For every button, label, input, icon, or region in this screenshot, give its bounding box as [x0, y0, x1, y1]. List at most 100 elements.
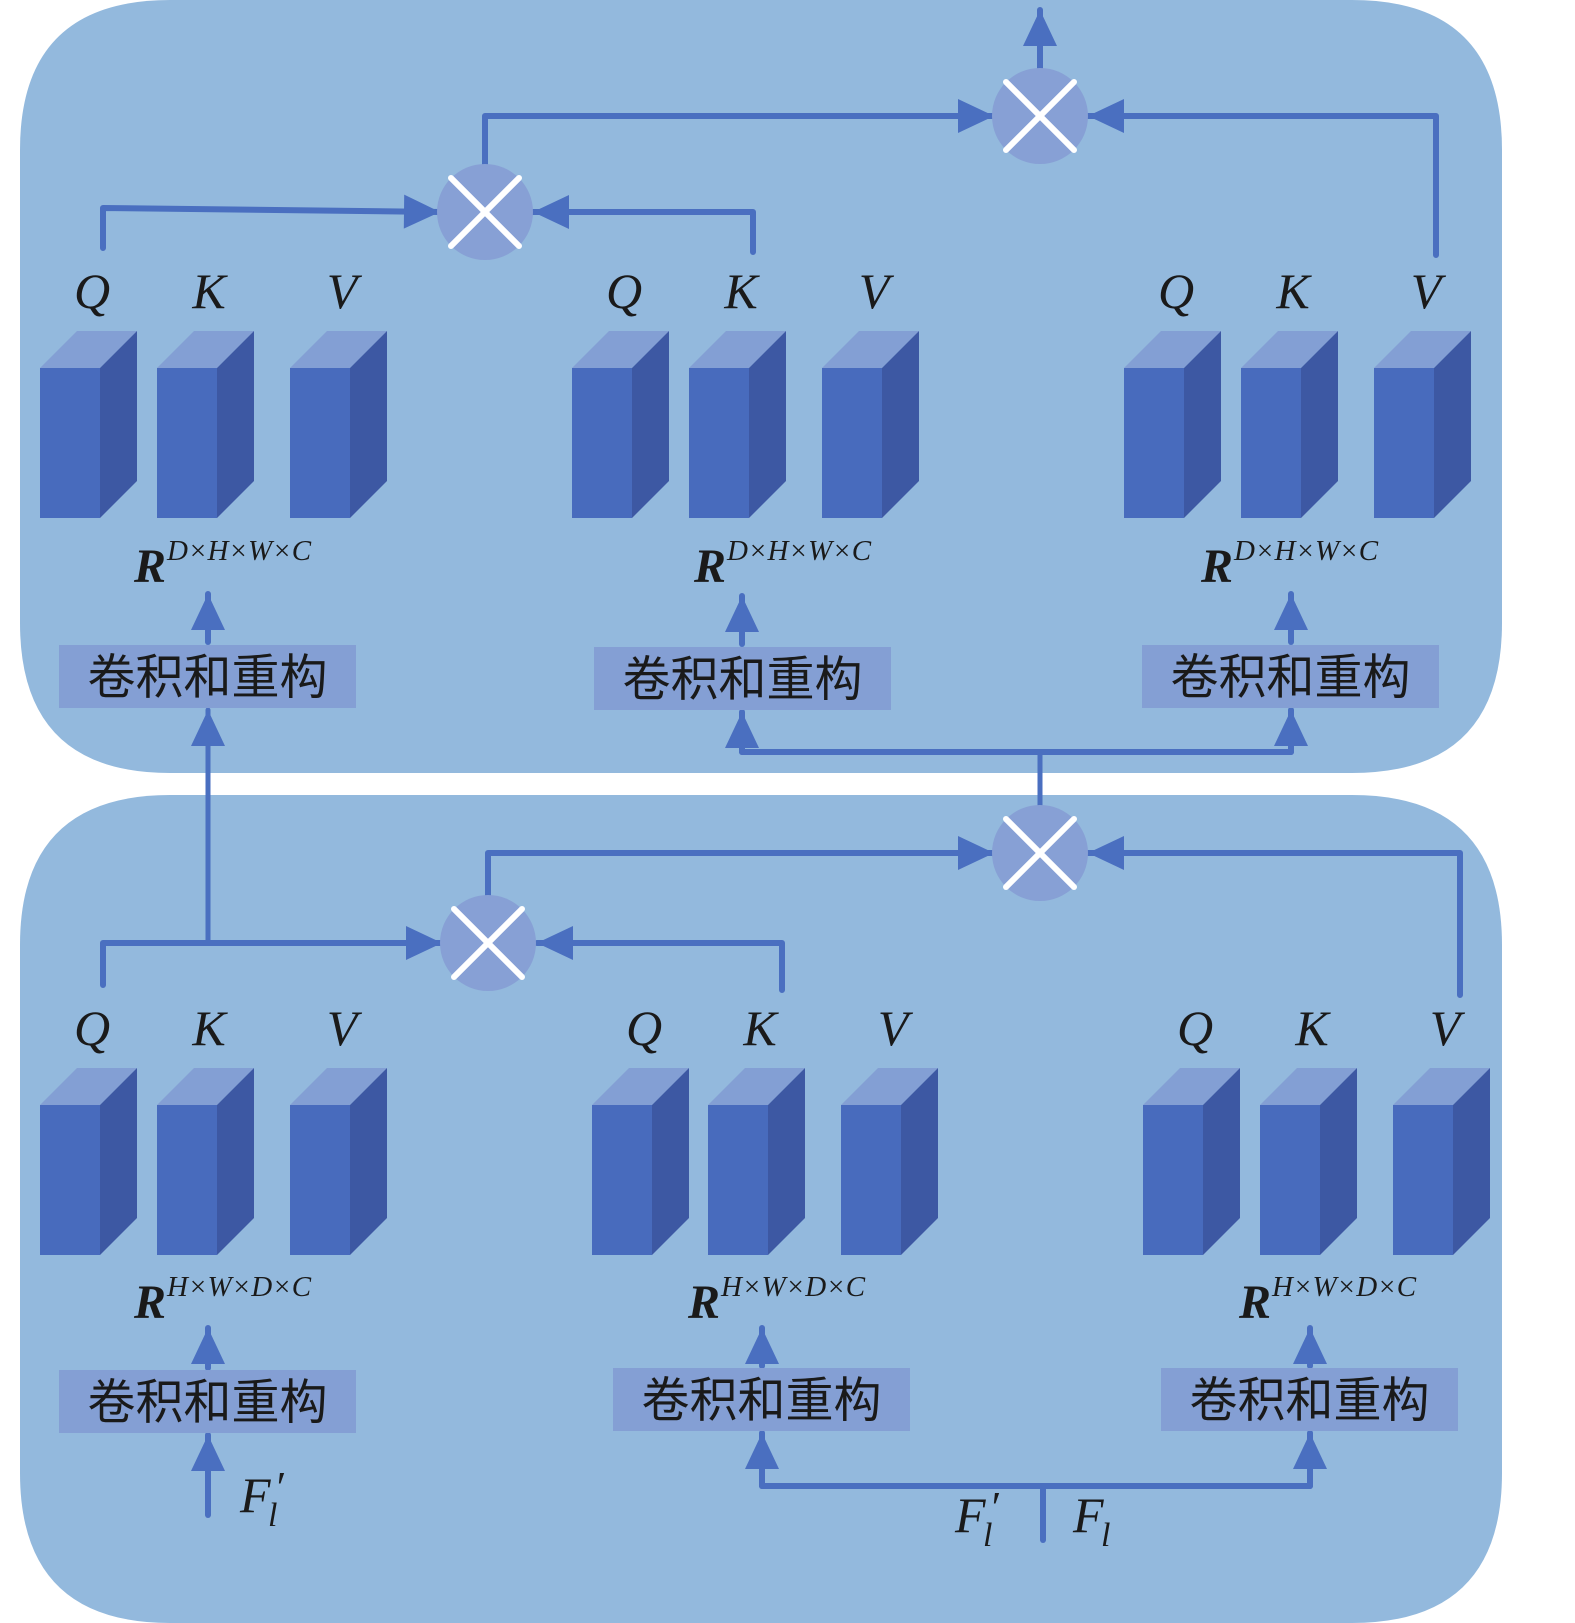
input-label-center-right: Fl — [1072, 1487, 1110, 1554]
cuboid-side-face — [652, 1068, 689, 1255]
label-box-text: 卷积和重构 — [622, 652, 862, 708]
cuboid-side-face — [901, 1068, 938, 1255]
shape-superscript: H×W×D×C — [1271, 1271, 1417, 1303]
top-group-1-conv-reshape-box: 卷积和重构 — [59, 645, 356, 708]
bottom-group-2-cuboid-v — [841, 1068, 938, 1255]
input-label-left: Fl′ — [239, 1463, 285, 1534]
shape-superscript: H×W×D×C — [720, 1271, 866, 1303]
cuboid-front-face — [1260, 1105, 1320, 1255]
arrow-head-icon — [1088, 836, 1124, 870]
tensor-cuboids — [40, 331, 1490, 1255]
arrow-head-icon — [537, 926, 573, 960]
bottom-group-1-label-v: V — [327, 1000, 363, 1056]
shape-superscript: D×H×W×C — [726, 535, 872, 567]
cuboid-top-face — [1393, 1068, 1490, 1105]
cuboid-side-face — [1301, 331, 1338, 518]
bottom-group-2-label-q: Q — [626, 1000, 662, 1056]
cuboid-side-face — [1203, 1068, 1240, 1255]
cuboid-front-face — [592, 1105, 652, 1255]
arrow-head-icon — [1023, 10, 1057, 46]
cuboid-side-face — [100, 331, 137, 518]
top-k2-to-mult-arrow — [530, 209, 756, 255]
top-group-3-label-q: Q — [1158, 263, 1194, 319]
top-group-2-label-k: K — [723, 263, 760, 319]
cuboid-top-face — [157, 331, 254, 368]
top-group-1-cuboid-v — [290, 331, 387, 518]
connectors — [100, 7, 1463, 1543]
bottom-group-1-label-q: Q — [74, 1000, 110, 1056]
cuboid-front-face — [40, 368, 100, 518]
top-group-3-label-k: K — [1275, 263, 1312, 319]
label-box — [594, 647, 891, 710]
cuboid-top-face — [689, 331, 786, 368]
cuboid-front-face — [1124, 368, 1184, 518]
cuboid-front-face — [708, 1105, 768, 1255]
cuboid-front-face — [1393, 1105, 1453, 1255]
cross-stroke — [448, 175, 522, 249]
cuboid-side-face — [882, 331, 919, 518]
top-group-1-cuboid-k — [157, 331, 254, 518]
bottom-group-3-conv-reshape-box: 卷积和重构 — [1161, 1368, 1458, 1431]
top-group-2-conv-reshape-box: 卷积和重构 — [594, 647, 891, 710]
arrow-head-icon — [958, 836, 994, 870]
cuboid-side-face — [350, 331, 387, 518]
arrow-head-icon — [1293, 1433, 1327, 1469]
cuboid-top-face — [1260, 1068, 1357, 1105]
cuboid-front-face — [40, 1105, 100, 1255]
cuboid-top-face — [1374, 331, 1471, 368]
shape-superscript: D×H×W×C — [166, 535, 312, 567]
cuboid-front-face — [1143, 1105, 1203, 1255]
input-prime: ′ — [274, 1463, 285, 1512]
bottom-multiply-node-1 — [440, 895, 536, 991]
bottom-group-1-cuboid-v — [290, 1068, 387, 1255]
arrow-head-icon — [745, 1433, 779, 1469]
top-group-3-cuboid-q — [1124, 331, 1221, 518]
arrow-head-icon — [191, 594, 225, 630]
top-group-3-conv-reshape-box: 卷积和重构 — [1142, 645, 1439, 708]
cross-stroke — [1003, 816, 1077, 890]
bottom-group-3-cuboid-k — [1260, 1068, 1357, 1255]
top-multiply-node-1 — [437, 164, 533, 260]
cuboid-front-face — [290, 1105, 350, 1255]
top-q1-to-mult-arrow — [100, 205, 443, 251]
bottom-group-2-label-k: K — [742, 1000, 779, 1056]
cuboid-side-face — [632, 331, 669, 518]
label-box — [613, 1368, 910, 1431]
cuboid-top-face — [708, 1068, 805, 1105]
top-group-3-label-v: V — [1411, 263, 1447, 319]
arrow-head-icon — [191, 1328, 225, 1364]
arrow-head-icon — [725, 712, 759, 748]
cuboid-side-face — [768, 1068, 805, 1255]
top-mult1-to-mult2-arrow — [482, 113, 997, 168]
top-group-3-cuboid-v — [1374, 331, 1471, 518]
cuboid-top-face — [841, 1068, 938, 1105]
cuboid-side-face — [217, 331, 254, 518]
cuboid-side-face — [1434, 331, 1471, 518]
top-v3-to-mult2-arrow — [1085, 113, 1439, 258]
label-box-text: 卷积和重构 — [87, 1375, 327, 1431]
shape-base: R — [133, 1276, 166, 1329]
top-multiply-node-2 — [992, 68, 1088, 164]
top-group-2-label-q: Q — [606, 263, 642, 319]
top-group-2-cuboid-k — [689, 331, 786, 518]
cuboid-front-face — [290, 368, 350, 518]
cuboid-top-face — [157, 1068, 254, 1105]
arrow-head-icon — [725, 596, 759, 632]
bottom-group-3-cuboid-q — [1143, 1068, 1240, 1255]
bottom-group-1-cuboid-q — [40, 1068, 137, 1255]
top-group-1-label-v: V — [327, 263, 363, 319]
cuboid-top-face — [290, 331, 387, 368]
arrow-head-icon — [1274, 710, 1308, 746]
shape-superscript: D×H×W×C — [1233, 535, 1379, 567]
label-box — [59, 1370, 356, 1433]
cuboid-front-face — [1241, 368, 1301, 518]
input-base: F — [239, 1467, 271, 1523]
arrow-head-icon — [533, 195, 569, 229]
cuboid-side-face — [217, 1068, 254, 1255]
input-label-center-left: Fl′ — [954, 1483, 1000, 1554]
cuboid-front-face — [157, 1105, 217, 1255]
